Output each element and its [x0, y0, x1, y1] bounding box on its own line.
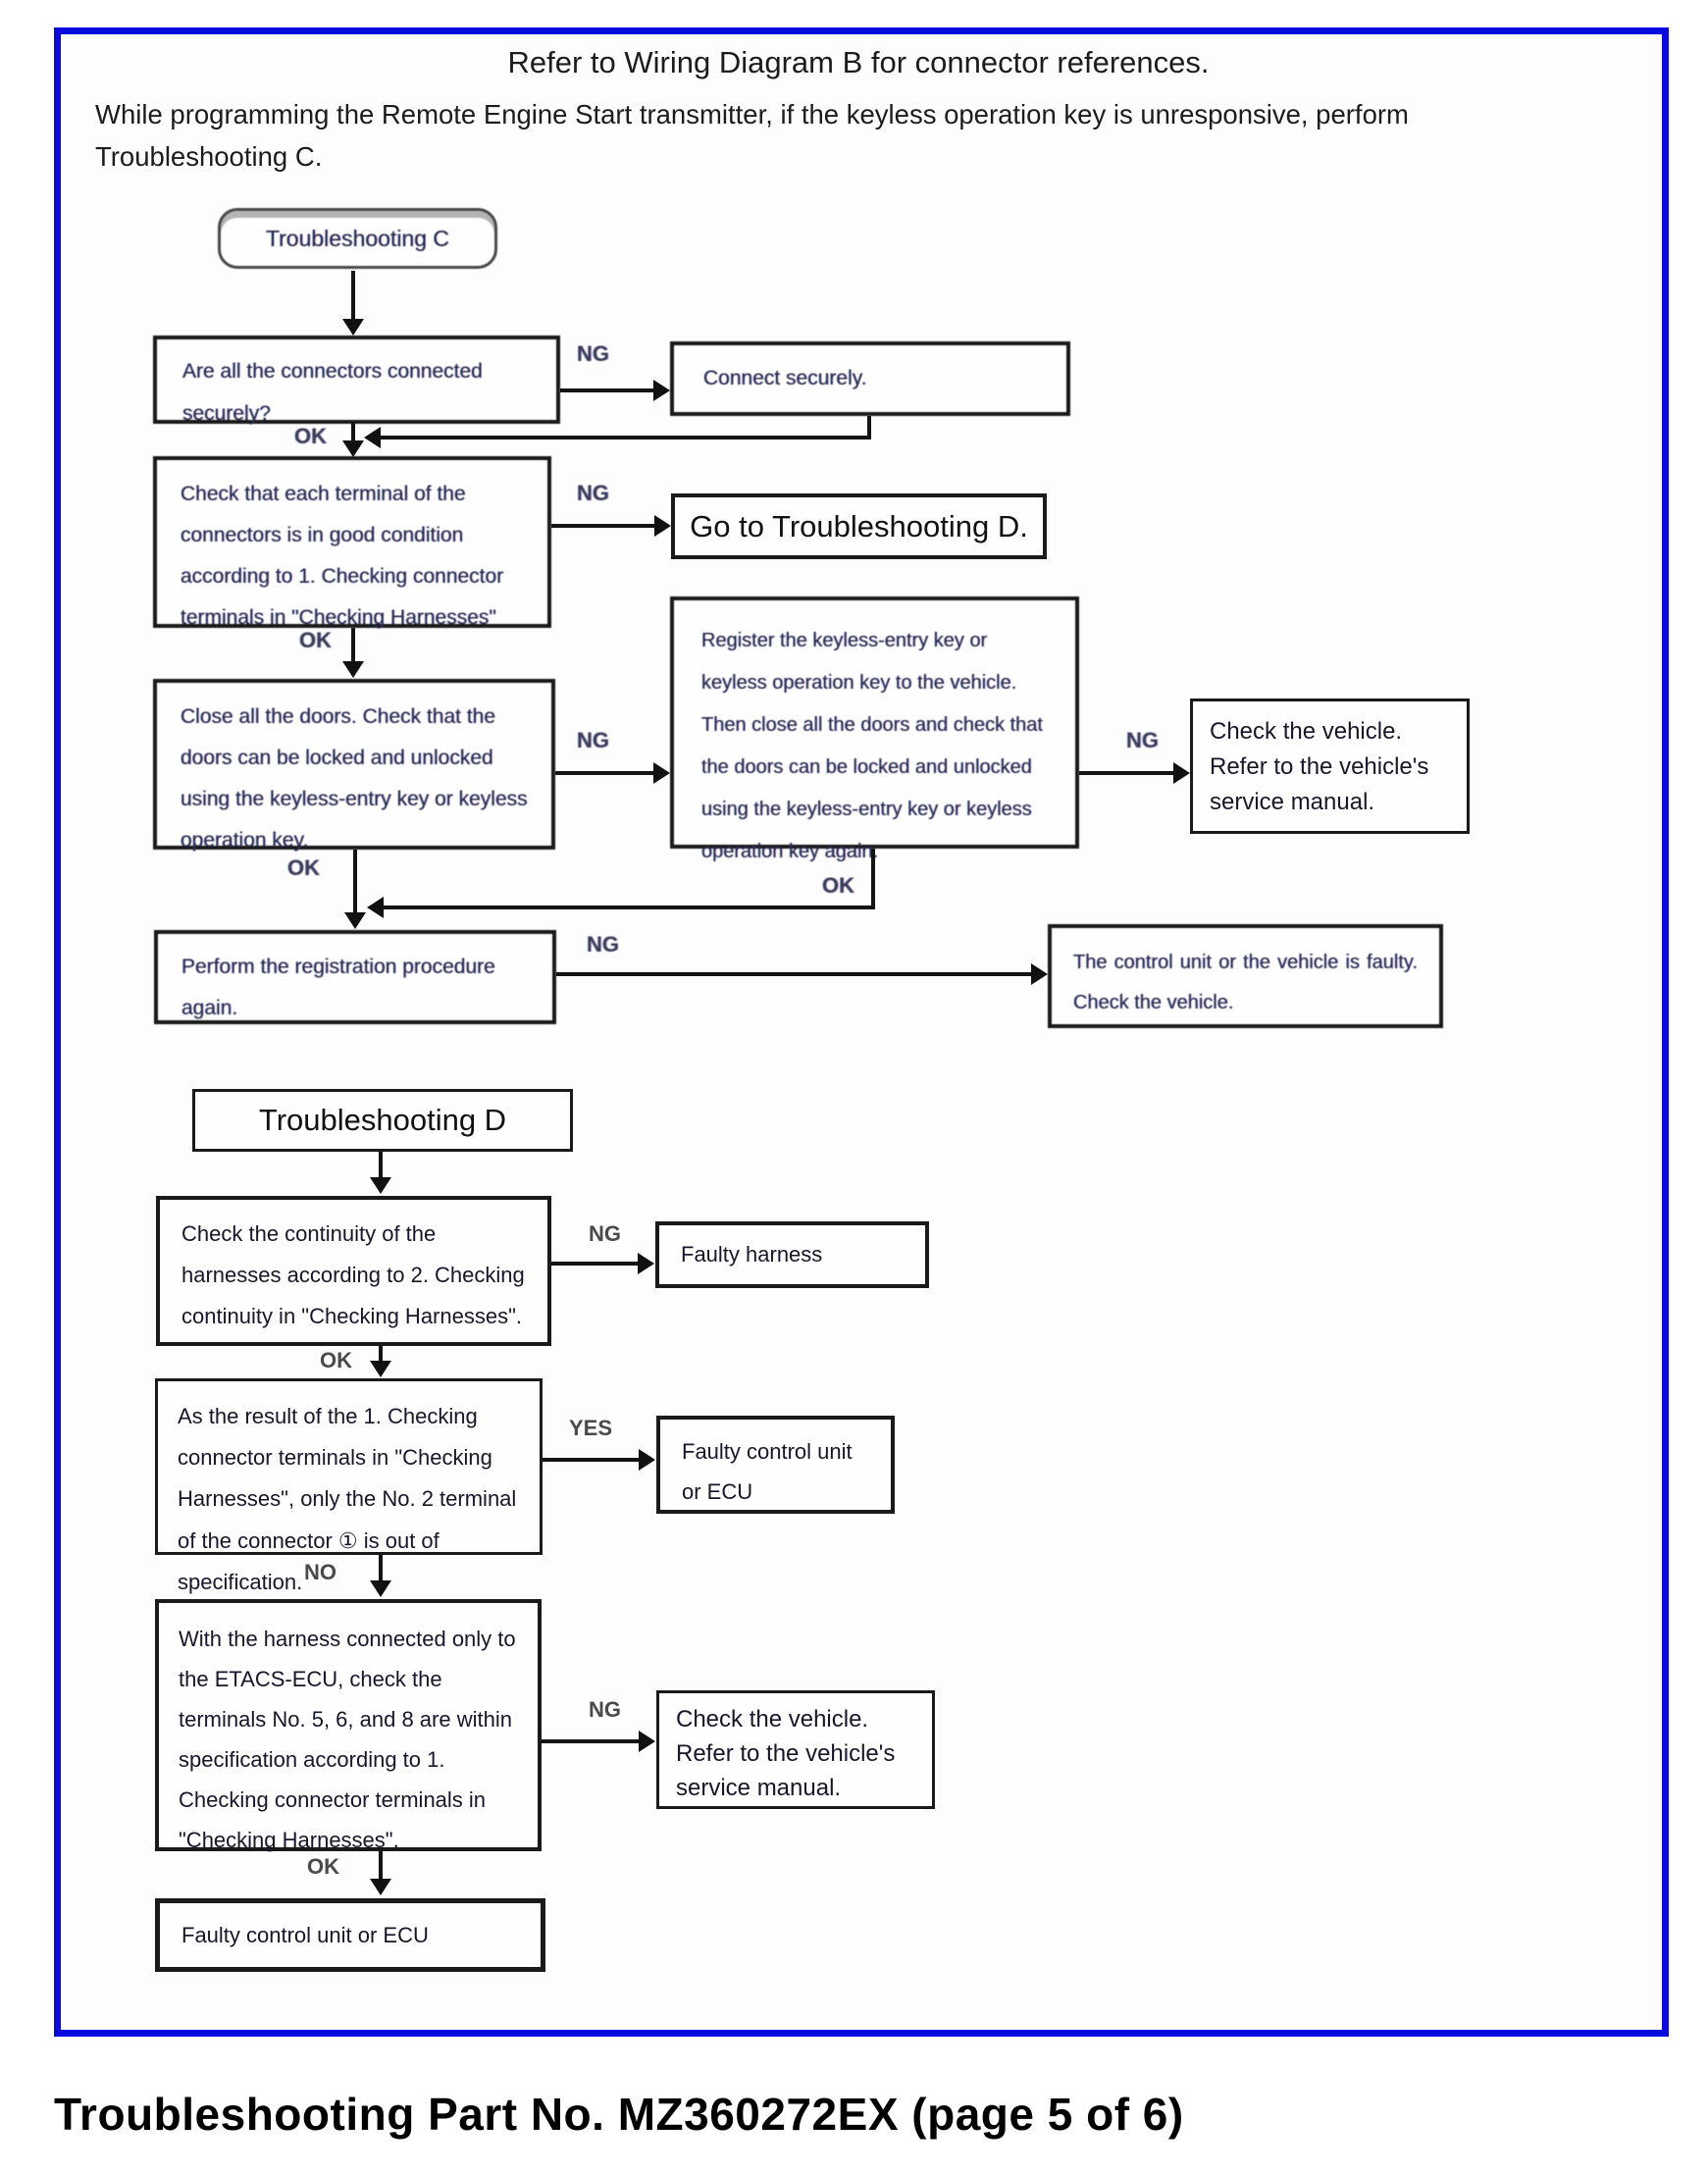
page-title: Refer to Wiring Diagram B for connector …	[507, 45, 1210, 79]
flow-line	[551, 524, 656, 528]
flow-line	[378, 905, 875, 909]
node-doors-question: Close all the doors. Check that the door…	[153, 679, 555, 852]
arrow-right-icon	[639, 1449, 655, 1471]
arrow-down-icon	[344, 912, 366, 929]
node-text: Faulty control unit or ECU	[181, 1922, 429, 1947]
edge-label-ng: NG	[577, 341, 609, 366]
edge-label-ng: NG	[577, 728, 609, 752]
arrow-right-icon	[653, 762, 670, 784]
flow-line	[867, 416, 871, 440]
node-text: Perform the registration procedure again…	[181, 956, 495, 1019]
flow-d-start-label: Troubleshooting D	[258, 1103, 507, 1137]
arrow-right-icon	[654, 515, 671, 537]
node-text: Check the vehicle. Refer to the vehicle'…	[1210, 718, 1429, 815]
edge-label-ng: NG	[589, 1221, 621, 1246]
edge-label-ok: OK	[307, 1854, 339, 1879]
arrow-down-icon	[370, 1879, 391, 1895]
node-text: Are all the connectors connected securel…	[182, 360, 483, 426]
node-faulty-harness: Faulty harness	[655, 1221, 929, 1288]
node-text: Check the vehicle. Refer to the vehicle'…	[676, 1706, 896, 1801]
intro-text: While programming the Remote Engine Star…	[95, 99, 1409, 172]
edge-label-ok: OK	[320, 1348, 352, 1372]
node-text: The control unit or the vehicle is fault…	[1073, 952, 1418, 1013]
node-text: With the harness connected only to the E…	[179, 1627, 516, 1852]
edge-label-yes: YES	[569, 1416, 613, 1440]
node-connectors-question: Are all the connectors connected securel…	[153, 336, 560, 425]
node-retry-registration: Perform the registration procedure again…	[154, 930, 556, 1024]
arrow-right-icon	[639, 1731, 655, 1752]
arrow-down-icon	[370, 1361, 391, 1377]
node-final-faulty-ecu: Faulty control unit or ECU	[155, 1898, 545, 1972]
edge-label-ng: NG	[589, 1697, 621, 1722]
node-text: Connect securely.	[703, 367, 867, 389]
arrow-right-icon	[638, 1253, 654, 1274]
flow-line	[353, 850, 357, 916]
node-control-unit-faulty: The control unit or the vehicle is fault…	[1048, 924, 1443, 1028]
flow-line	[351, 271, 355, 322]
edge-label-ok: OK	[294, 424, 327, 448]
flow-line	[542, 1739, 641, 1743]
flow-line	[1079, 771, 1175, 775]
arrow-down-icon	[342, 319, 364, 336]
flow-c-start-node: Troubleshooting C	[218, 208, 497, 269]
flow-line	[555, 771, 655, 775]
node-text: Register the keyless-entry key or keyles…	[701, 630, 1043, 862]
arrow-right-icon	[1173, 762, 1190, 784]
node-text: Faulty harness	[681, 1242, 823, 1267]
edge-label-ng: NG	[1126, 728, 1159, 752]
flow-line	[351, 628, 355, 663]
flow-d-start-node: Troubleshooting D	[192, 1089, 573, 1152]
edge-label-ng: NG	[577, 481, 609, 505]
node-terminals-question: Check that each terminal of the connecto…	[153, 456, 551, 629]
flow-line	[543, 1458, 641, 1462]
arrow-down-icon	[342, 661, 364, 678]
flow-line	[379, 1851, 383, 1881]
node-faulty-ecu: Faulty control unit or ECU	[656, 1416, 895, 1514]
edge-label-ng: NG	[587, 932, 619, 957]
node-text: As the result of the 1. Checking connect…	[178, 1404, 517, 1594]
node-check-vehicle-2: Check the vehicle. Refer to the vehicle'…	[656, 1690, 935, 1809]
flow-line	[375, 436, 871, 440]
node-text: Check that each terminal of the connecto…	[181, 483, 504, 629]
flow-line	[560, 388, 656, 392]
node-text: Check the continuity of the harnesses ac…	[181, 1221, 525, 1329]
edge-label-no: NO	[304, 1560, 336, 1584]
arrow-left-icon	[367, 897, 384, 918]
arrow-down-icon	[370, 1580, 391, 1597]
node-check-vehicle-1: Check the vehicle. Refer to the vehicle'…	[1190, 698, 1470, 834]
arrow-right-icon	[1031, 963, 1048, 985]
flow-line	[351, 422, 355, 443]
footer-caption: Troubleshooting Part No. MZ360272EX (pag…	[54, 2089, 1184, 2140]
node-register-key: Register the keyless-entry key or keyles…	[670, 596, 1079, 862]
edge-label-ok: OK	[299, 628, 332, 652]
flow-line	[551, 1262, 640, 1266]
node-terminal2-question: As the result of the 1. Checking connect…	[155, 1378, 543, 1594]
node-continuity-question: Check the continuity of the harnesses ac…	[156, 1196, 551, 1346]
node-text: Go to Troubleshooting D.	[690, 508, 1028, 543]
flow-c-start-label: Troubleshooting C	[265, 225, 450, 251]
arrow-down-icon	[342, 440, 364, 457]
node-etacs-question: With the harness connected only to the E…	[155, 1599, 542, 1852]
flow-line	[379, 1152, 383, 1179]
arrow-down-icon	[370, 1177, 391, 1194]
flow-line	[379, 1346, 383, 1364]
node-goto-troubleshooting-d: Go to Troubleshooting D.	[671, 493, 1047, 559]
arrow-left-icon	[364, 427, 381, 448]
node-text: Close all the doors. Check that the door…	[181, 705, 528, 852]
flow-line	[379, 1555, 383, 1582]
edge-label-ok: OK	[287, 855, 320, 880]
arrow-right-icon	[653, 380, 670, 401]
node-text: Faulty control unit or ECU	[682, 1439, 853, 1504]
flow-line	[556, 972, 1033, 976]
flow-line	[871, 849, 875, 909]
edge-label-ok: OK	[822, 873, 854, 898]
node-connect-securely: Connect securely.	[670, 341, 1070, 416]
